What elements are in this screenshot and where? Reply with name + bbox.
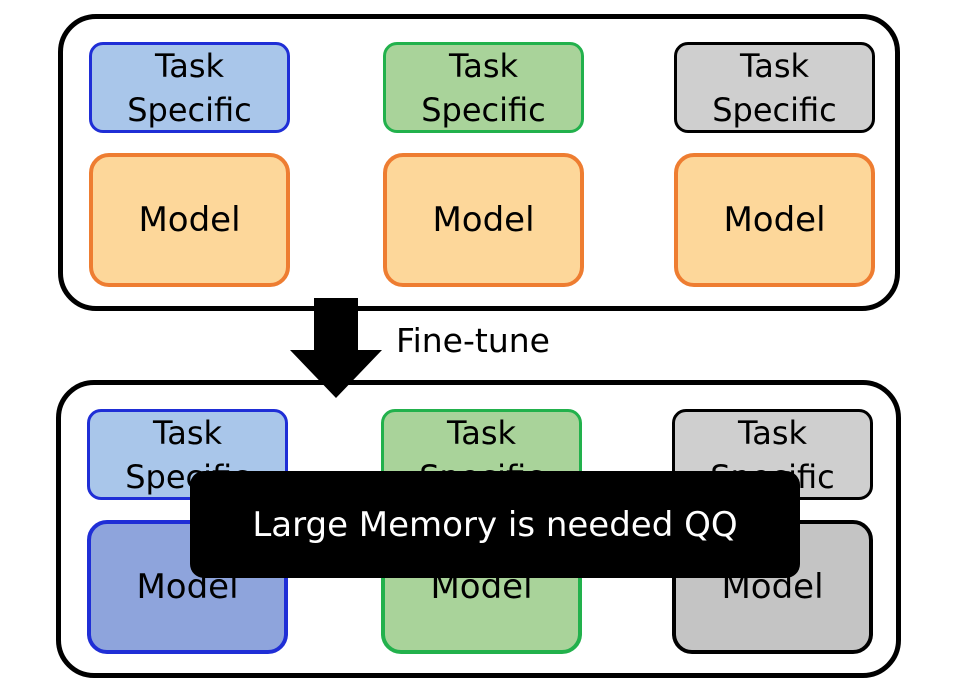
top-task-specific-box-2: Task Specific: [383, 42, 584, 133]
bottom-task-specific-box-1: Task Specific: [87, 409, 288, 500]
top-model-box-1: Model: [89, 153, 290, 287]
top-task-specific-box-1: Task Specific: [89, 42, 290, 133]
fine-tune-label: Fine-tune: [396, 321, 550, 360]
top-model-box-3: Model: [674, 153, 875, 287]
down-arrow-icon: [290, 298, 382, 398]
memory-warning-banner: Large Memory is needed QQ: [190, 471, 800, 578]
top-model-box-2: Model: [383, 153, 584, 287]
top-task-specific-box-3: Task Specific: [674, 42, 875, 133]
